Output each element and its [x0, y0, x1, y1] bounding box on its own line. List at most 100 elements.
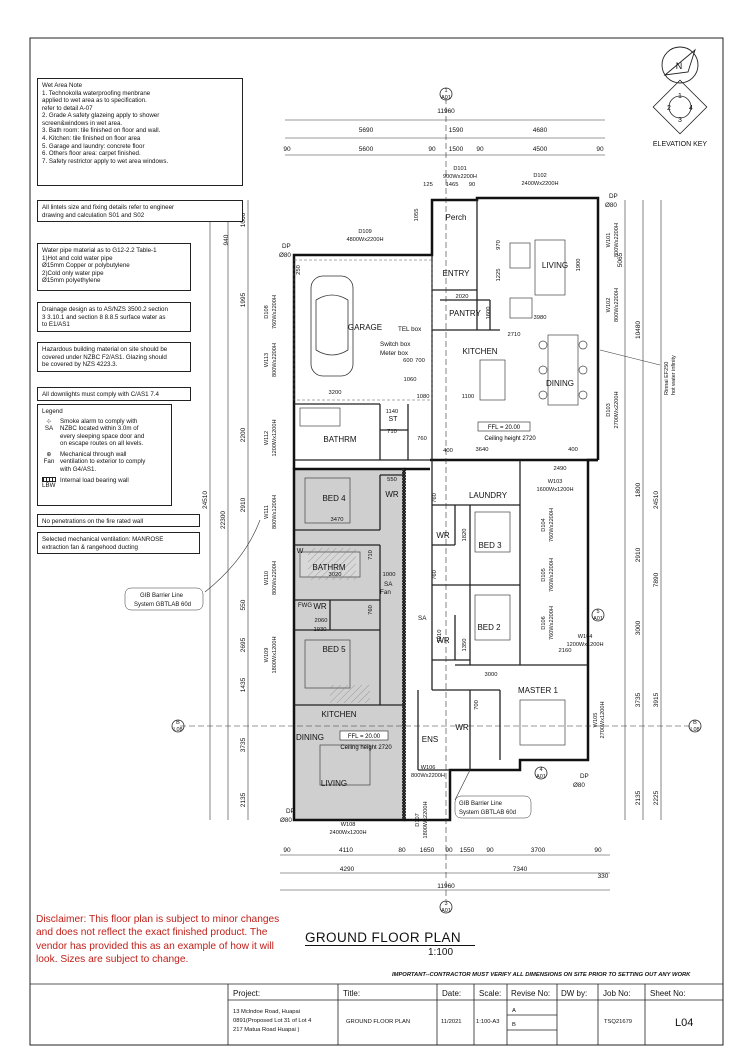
opening-d109-id: D109: [358, 229, 371, 235]
sa-label: SA: [384, 581, 393, 588]
opening-w108-id: W108: [341, 822, 356, 828]
water-pipe-line: 2)Cold only water pipe: [42, 269, 104, 277]
fire-rated-text: No penetrations on the fire rated wall: [42, 518, 144, 525]
dim-bot-r2-2: 330: [598, 873, 609, 880]
dp-label-top-right: DP: [609, 193, 618, 200]
room-bathrm-mid: BATHRM: [312, 563, 346, 572]
opening-w106-size: 800Wx2200H: [411, 773, 445, 779]
sheet-border: [29, 37, 724, 1046]
drainage-line: Drainage design as to AS/NZS 3500.2 sect…: [42, 306, 168, 313]
water-pipe-line: Water pipe material as to G12-2.2 Table-…: [42, 247, 157, 254]
opening-d102-size: 2400Wx2200H: [521, 181, 558, 187]
wet-area-item: 7. Safety restrictor apply to wet area w…: [42, 157, 169, 165]
gib-left-line1: GIB Barrier Line: [140, 593, 184, 599]
dim-int-31: 710: [368, 550, 374, 560]
opening-w101-size: 800Wx2200H: [614, 223, 620, 257]
dim-int-28: 2060: [315, 618, 328, 624]
room-laundry: LAUNDRY: [469, 491, 508, 500]
lintels-line: drawing and calculation S01 and S02: [42, 211, 145, 219]
legend-fan-line: ventilation to exterior to comply: [60, 458, 146, 466]
dim-int-19: 760: [417, 436, 427, 442]
opening-d103-size: 2700Wx2200H: [614, 391, 620, 428]
dim-int-40: 250: [296, 265, 302, 275]
dim-top-r2-5: 4500: [533, 146, 548, 153]
dim-int-24: 3470: [331, 517, 344, 523]
opening-d105-size: 760Wx2200H: [549, 558, 555, 592]
dim-right-seg-5: 2135: [635, 790, 642, 805]
dim-int-0: 1465: [446, 182, 459, 188]
opening-d104-size: 760Wx2200H: [549, 508, 555, 542]
dim-left-seg-6: 1435: [240, 677, 247, 692]
tb-date-label: Date:: [442, 989, 461, 998]
kitchen-hatch: [330, 685, 370, 703]
wet-area-item: 4. Kitchen: tile finished on floor area: [42, 134, 141, 142]
interior-walls: [294, 200, 588, 771]
dim-int-12: 700: [415, 358, 425, 364]
dim-left-seg-4: 550: [240, 599, 247, 610]
wet-area-item: 3. Bath room: tile finished on floor and…: [42, 127, 161, 135]
elevation-key-2: 2: [667, 105, 671, 112]
dim-bot-0: 90: [283, 847, 291, 854]
opening-w113-size: 800Wx2200H: [272, 343, 278, 377]
dim-int-21: 400: [443, 448, 453, 454]
dim-bot-2: 80: [398, 847, 406, 854]
title-block-grid: [30, 983, 723, 1045]
dim-right-seg-8: 2225: [653, 790, 660, 805]
ceiling-bottom: Ceiling height 2720: [340, 745, 392, 751]
level-box-top: FFL = 20.00 Ceiling height 2720: [477, 421, 536, 442]
tb-title-value: GROUND FLOOR PLAN: [346, 1019, 410, 1025]
load-bearing-wall-icon: LBW: [42, 476, 56, 490]
dim-int-22: 400: [568, 447, 578, 453]
room-master: MASTER 1: [518, 686, 559, 695]
room-pantry: PANTRY: [449, 309, 481, 318]
opening-w110-size: 800Wx2200H: [272, 561, 278, 595]
room-bed4: BED 4: [322, 494, 346, 503]
dim-int-38: 760: [432, 570, 438, 580]
elevation-key-1: 1: [678, 93, 682, 100]
hazardous-line: Hazardous building material on site shou…: [42, 346, 168, 353]
dimension-lines: [180, 98, 690, 900]
title-underline: [305, 945, 475, 946]
garage-area: [293, 259, 433, 401]
section-b-left-id: B: [176, 720, 180, 726]
dim-int-26: 3020: [329, 572, 342, 578]
dim-int-20: 3640: [476, 447, 489, 453]
dim-top-r2-6: 90: [596, 146, 604, 153]
dim-bot-r2-0: 4290: [340, 866, 355, 873]
drainage-line: 3 3.10.1 and section 8 8.8.5 surface wat…: [42, 313, 166, 321]
opening-d106-id: D106: [541, 616, 547, 629]
room-wr-top: WR: [385, 490, 399, 499]
opening-d103-id: D103: [606, 403, 612, 416]
room-bed5: BED 5: [322, 645, 346, 654]
dim-top-2: 1590: [449, 127, 464, 134]
tb-date-value: 11/2021: [441, 1019, 462, 1025]
room-garage: GARAGE: [348, 323, 382, 332]
dim-top-r2-1: 5600: [359, 146, 374, 153]
room-wr-bed2: WR: [436, 636, 450, 645]
dim-int-27: 1000: [383, 572, 396, 578]
dim-right-seg-4: 3735: [635, 692, 642, 707]
dim-int-11: 600: [403, 358, 413, 364]
opening-w103-size: 1600Wx1200H: [536, 487, 573, 493]
dim-top-overall: 11960: [437, 108, 455, 115]
downlights-text: All downlights must comply with C/AS1 7.…: [42, 391, 159, 398]
opening-d106-size: 760Wx2200H: [549, 606, 555, 640]
section-b-right-ref: L08: [690, 727, 699, 733]
opening-w109-size: 1800Wx1200H: [272, 636, 278, 673]
opening-d105-id: D105: [541, 568, 547, 581]
fan-symbol: Fan: [43, 458, 55, 466]
opening-w105-size: 2700Wx1200H: [600, 701, 606, 738]
room-dining-bottom: DINING: [296, 733, 324, 742]
room-kitchen-top: KITCHEN: [462, 347, 497, 356]
tb-scale-label: Scale:: [479, 989, 501, 998]
water-pipe-line: 1)Hot and cold water pipe: [42, 254, 113, 262]
dim-left-seg-8: 2135: [240, 792, 247, 807]
legend-title: Legend: [42, 408, 63, 415]
dim-int-32: 1910: [437, 630, 443, 643]
ffl-top: FFL = 20.00: [488, 425, 521, 431]
section-5-id: 5: [596, 609, 599, 615]
room-bed3: BED 3: [478, 541, 502, 550]
room-fwg: FWG: [298, 603, 312, 609]
wet-area-item: 2. Grade A safety glazeing apply to show…: [42, 112, 160, 120]
